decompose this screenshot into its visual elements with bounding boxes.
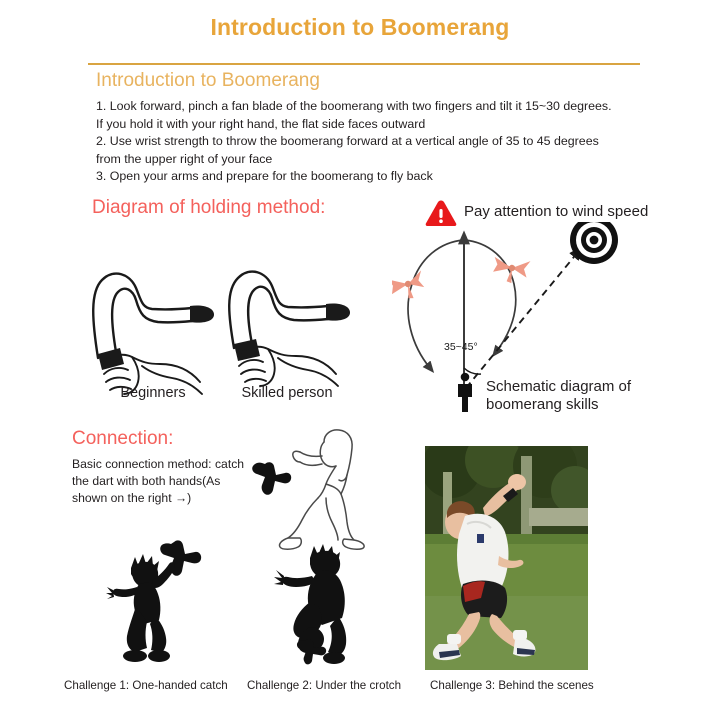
connection-figure-illustration bbox=[252, 429, 365, 550]
wind-warning-label: Pay attention to wind speed bbox=[464, 203, 649, 220]
cross-boomerang-icon bbox=[252, 462, 292, 495]
instruction-line-2: If you hold it with your right hand, the… bbox=[96, 116, 426, 131]
instruction-line-1: 1. Look forward, pinch a fan blade of th… bbox=[96, 99, 612, 113]
page-title: Introduction to Boomerang bbox=[210, 14, 510, 40]
boomerang-icon-left bbox=[392, 270, 425, 299]
connection-copy-line-2: the dart with both hands(As bbox=[72, 474, 221, 488]
schematic-caption: Schematic diagram of boomerang skills bbox=[486, 378, 631, 414]
challenge-2-silhouette bbox=[274, 544, 347, 665]
challenge-1-caption: Challenge 1: One-handed catch bbox=[64, 679, 228, 692]
instruction-line-3: 2. Use wrist strength to throw the boome… bbox=[96, 134, 599, 149]
connection-copy-line-3: shown on the right →) bbox=[72, 491, 192, 505]
connection-copy-line-1: Basic connection method: catch bbox=[72, 457, 245, 471]
section-subtitle: Introduction to Boomerang bbox=[96, 70, 320, 91]
challenge-1-silhouette bbox=[106, 540, 202, 662]
grip-beginner-illustration bbox=[92, 272, 214, 395]
grip-skilled-label: Skilled person bbox=[241, 385, 333, 401]
throw-angle-label: 35~45° bbox=[444, 341, 478, 353]
boomerang-icon-right bbox=[493, 256, 531, 284]
trajectory-diagram: 35~45° bbox=[392, 222, 618, 390]
challenge-2-caption: Challenge 2: Under the crotch bbox=[247, 679, 402, 692]
challenge-3-photo bbox=[425, 446, 588, 670]
title-divider bbox=[88, 63, 640, 65]
challenge-3-caption: Challenge 3: Behind the scenes bbox=[430, 679, 594, 692]
instructions-block: 1. Look forward, pinch a fan blade of th… bbox=[96, 98, 662, 186]
connection-heading: Connection: bbox=[72, 428, 174, 449]
schematic-caption-line-2: boomerang skills bbox=[486, 396, 599, 413]
connection-copy: Basic connection method: catch the dart … bbox=[72, 456, 262, 507]
grip-beginner-label: Beginners bbox=[120, 385, 186, 401]
warning-triangle-icon bbox=[425, 200, 457, 226]
schematic-caption-line-1: Schematic diagram of bbox=[486, 378, 632, 395]
grip-skilled-illustration bbox=[228, 270, 350, 387]
person-pictogram-icon bbox=[458, 372, 472, 412]
holding-method-heading: Diagram of holding method: bbox=[92, 197, 326, 218]
target-bullseye-icon bbox=[570, 222, 618, 264]
instruction-line-5: 3. Open your arms and prepare for the bo… bbox=[96, 169, 433, 184]
instruction-line-4: from the upper right of your face bbox=[96, 151, 273, 166]
